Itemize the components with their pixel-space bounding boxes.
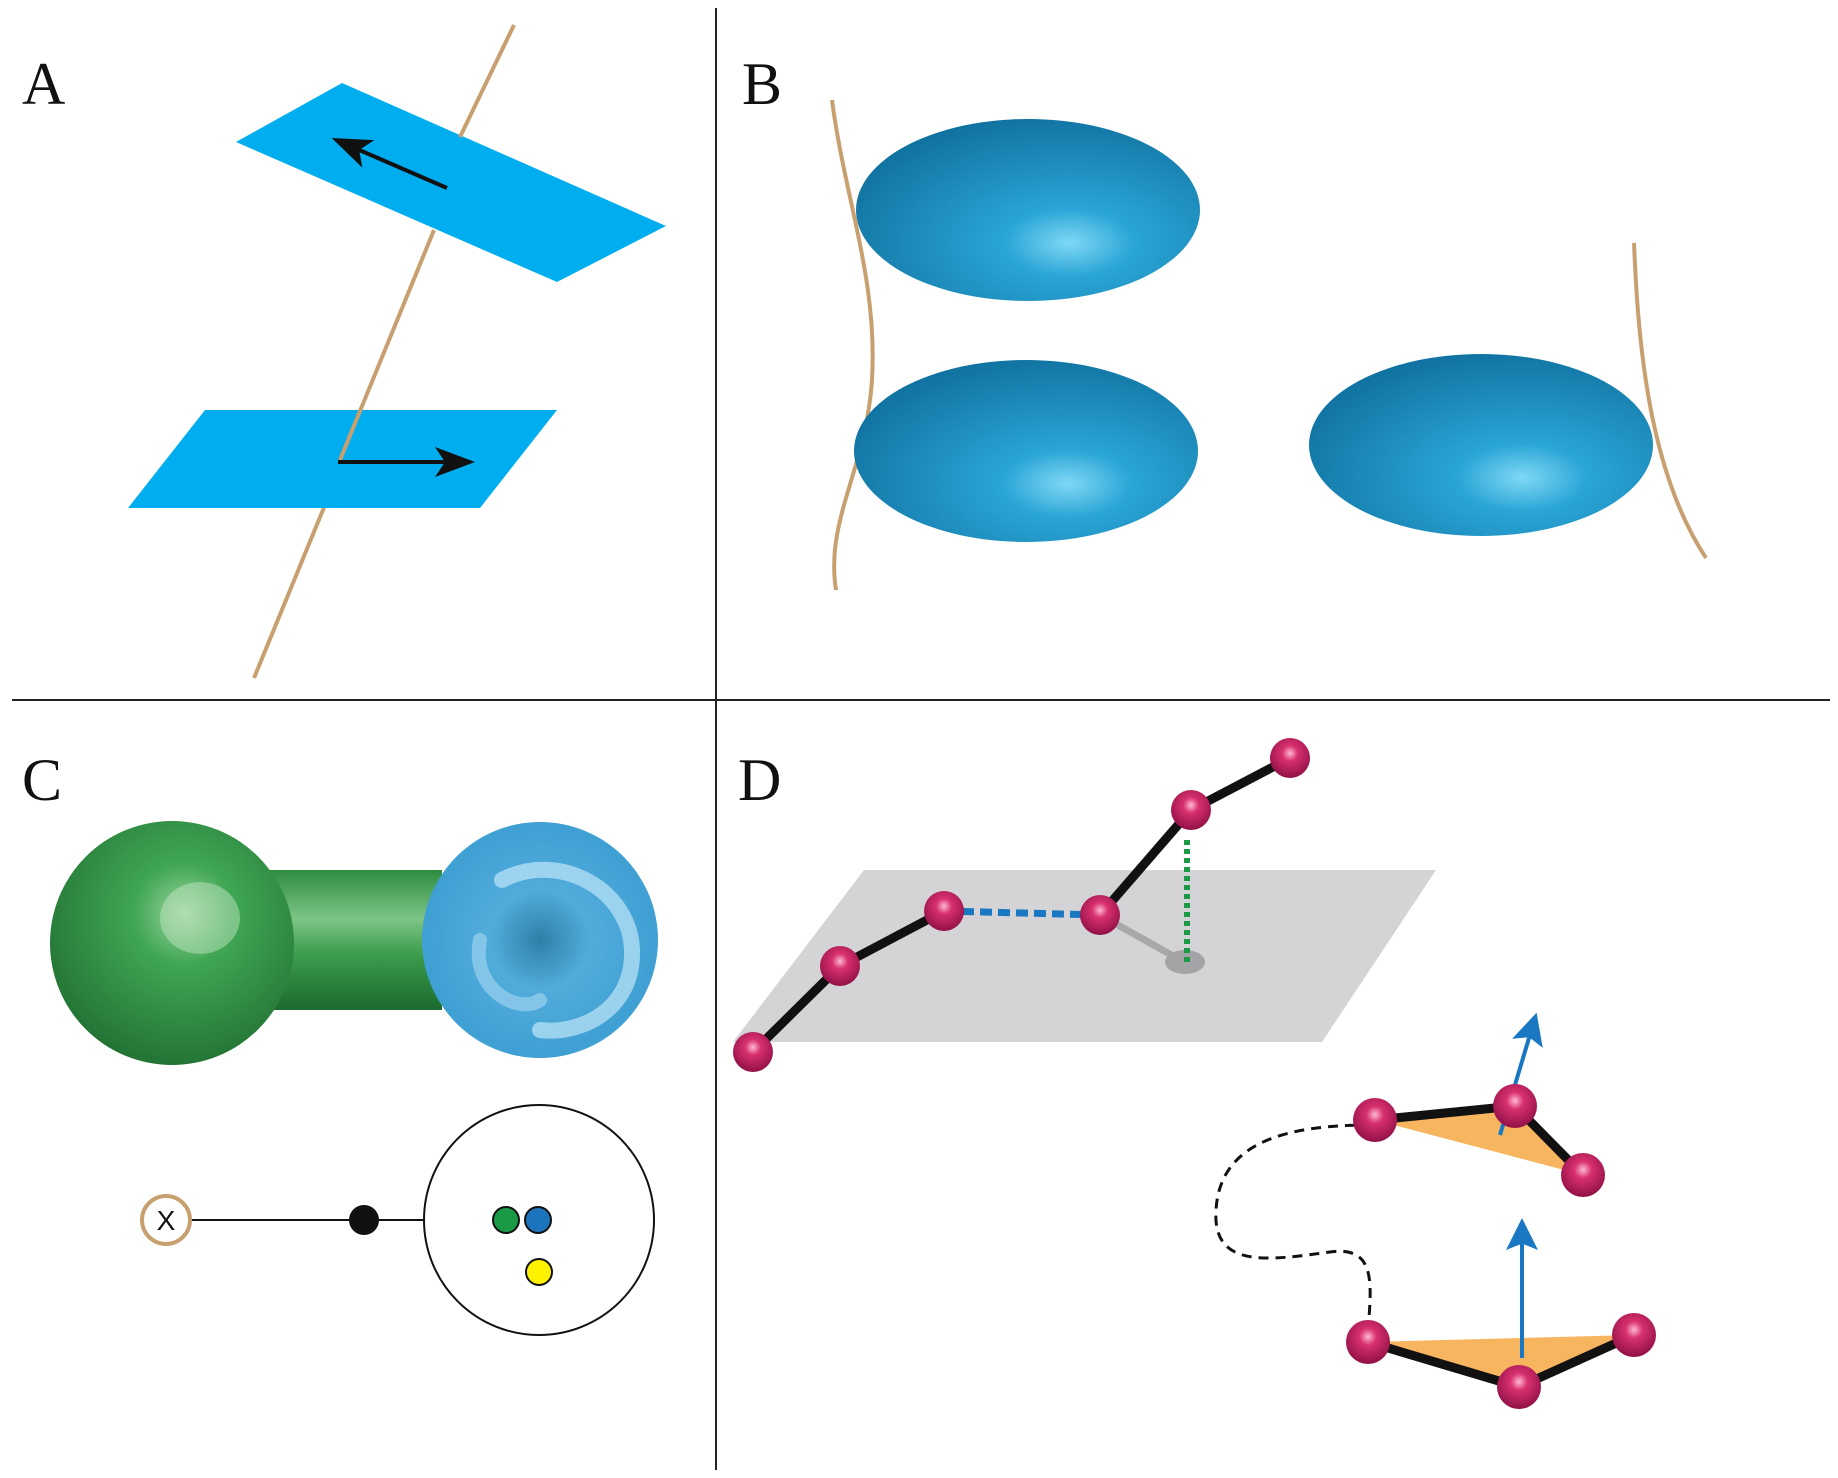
triangle-bead [1353, 1098, 1397, 1142]
blue-sphere-dimple [471, 933, 547, 1012]
chain-dashed-bond [943, 907, 1101, 919]
triangle-bead [1493, 1084, 1537, 1128]
panel-b-label: B [742, 51, 782, 117]
panel-c: C X [22, 747, 658, 1336]
lower-bond-1 [1366, 1337, 1521, 1392]
rod-middle [338, 229, 436, 461]
chain-bead [820, 946, 860, 986]
upper-plane-arrow [331, 138, 448, 190]
triangle-bead [1612, 1313, 1656, 1357]
triangle-bead [1346, 1320, 1390, 1364]
panel-a-label: A [22, 51, 65, 117]
triangle-bead [1497, 1365, 1541, 1409]
chain-bead [1270, 738, 1310, 778]
node-x-label: X [157, 1205, 176, 1236]
chain-bead [924, 891, 964, 931]
right-rod [1632, 242, 1708, 560]
panel-d: D [733, 738, 1656, 1409]
panel-a: A [22, 24, 666, 679]
panel-c-label: C [22, 747, 62, 813]
upper-bond-1 [1374, 1101, 1516, 1125]
left-rod [830, 99, 875, 591]
triangle-bead [1561, 1153, 1605, 1197]
panel-b: B [742, 51, 1708, 591]
chain-bead [1080, 895, 1120, 935]
chain-bond-1 [749, 962, 844, 1056]
ellipsoid-right [1309, 354, 1653, 536]
dashed-backbone-curve [1214, 1123, 1373, 1336]
chain-bead [1171, 790, 1211, 830]
rod-upper [458, 24, 516, 138]
green-sphere-highlight [160, 882, 240, 954]
chain-bead [733, 1032, 773, 1072]
ellipsoid-top-left [856, 119, 1200, 301]
yellow-dot [525, 1258, 553, 1286]
blue-dot [524, 1206, 552, 1234]
gray-plane [733, 870, 1436, 1042]
green-dot [492, 1206, 520, 1234]
upper-plane [236, 83, 666, 282]
blue-sphere-ring-highlight [494, 861, 641, 1039]
black-node [349, 1205, 379, 1235]
panel-d-label: D [738, 747, 781, 813]
rod-lower [252, 504, 327, 679]
node-x-circle [140, 1194, 192, 1246]
ellipsoid-bottom-left [854, 360, 1198, 542]
lower-orange-triangle [1368, 1335, 1634, 1387]
chain-bond-3 [1096, 807, 1195, 918]
green-sphere [50, 821, 294, 1065]
